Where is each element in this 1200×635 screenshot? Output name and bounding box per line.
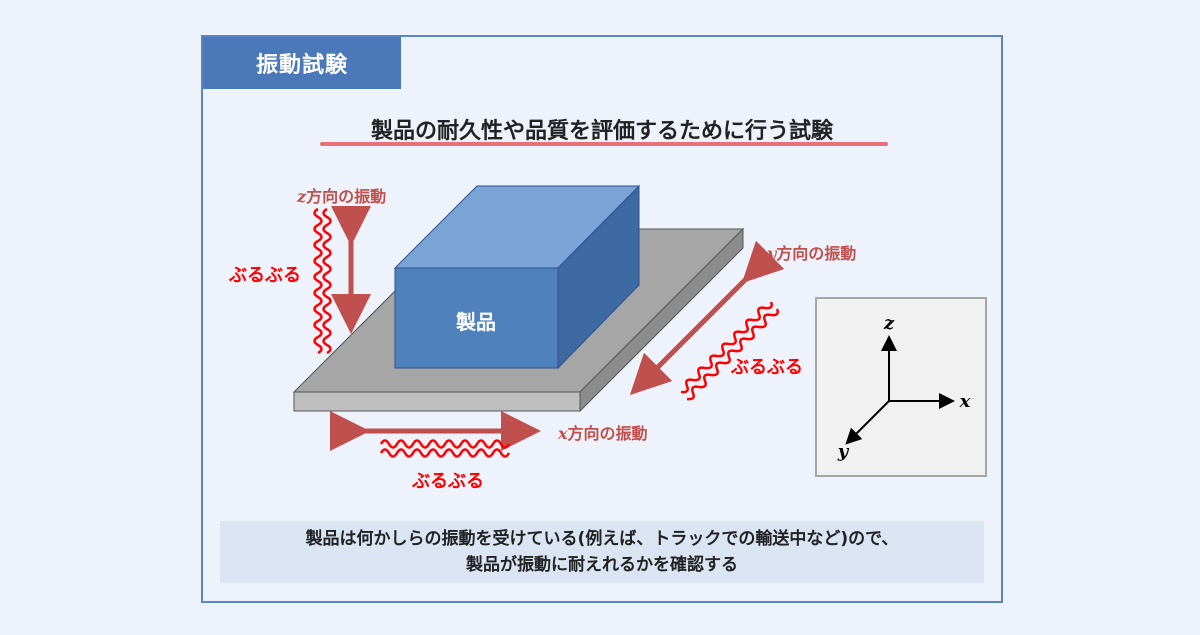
- z-direction-label: z方向の振動: [296, 187, 386, 206]
- z-wave-left: [313, 207, 323, 355]
- y-axis-line: [845, 400, 890, 445]
- z-axis-label: z: [883, 313, 895, 334]
- product-label: 製品: [456, 310, 496, 334]
- x-var: x: [557, 424, 568, 443]
- z-var: z: [296, 187, 307, 206]
- z-wave-right: [322, 207, 332, 355]
- vibration-test-panel: 振動試験 製品の耐久性や品質を評価するために行う試験: [201, 35, 1003, 603]
- buru-z: ぶるぶる: [228, 265, 301, 286]
- headline-underline: [320, 142, 888, 146]
- headline: 製品の耐久性や品質を評価するために行う試験: [370, 119, 833, 144]
- y-text: 方向の振動: [776, 244, 856, 263]
- x-axis-label: x: [959, 391, 971, 412]
- y-axis-label: y: [837, 441, 850, 462]
- explanation-line-1: 製品は何かしらの振動を受けている(例えば、トラックでの輸送中など)ので、: [305, 529, 899, 549]
- explanation-line-2: 製品が振動に耐えれるかを確認する: [466, 555, 738, 575]
- axis-legend: z x y: [837, 313, 971, 462]
- axis-legend-box: z x y: [815, 297, 987, 477]
- y-direction-label: y方向の振動: [766, 244, 856, 263]
- y-wave-lower: [680, 301, 773, 394]
- x-text: 方向の振動: [568, 424, 648, 443]
- z-text: 方向の振動: [306, 187, 386, 206]
- section-tag: 振動試験: [203, 37, 401, 89]
- buru-x: ぶるぶる: [411, 471, 484, 492]
- x-wave-top: [379, 439, 511, 449]
- product-box: [393, 184, 641, 370]
- y-wave-upper: [686, 308, 779, 401]
- buru-y: ぶるぶる: [730, 357, 803, 378]
- vibration-diagram: 製品 z方向の振動 ぶるぶる y方向の振動 ぶるぶる x方向の振動 ぶるぶる: [228, 184, 856, 492]
- explanation-box: 製品は何かしらの振動を受けている(例えば、トラックでの輸送中など)ので、 製品が…: [220, 521, 984, 583]
- y-arrow: [629, 240, 785, 396]
- x-direction-label: x方向の振動: [557, 424, 648, 443]
- y-var: y: [766, 244, 778, 263]
- x-wave-bottom: [379, 448, 511, 458]
